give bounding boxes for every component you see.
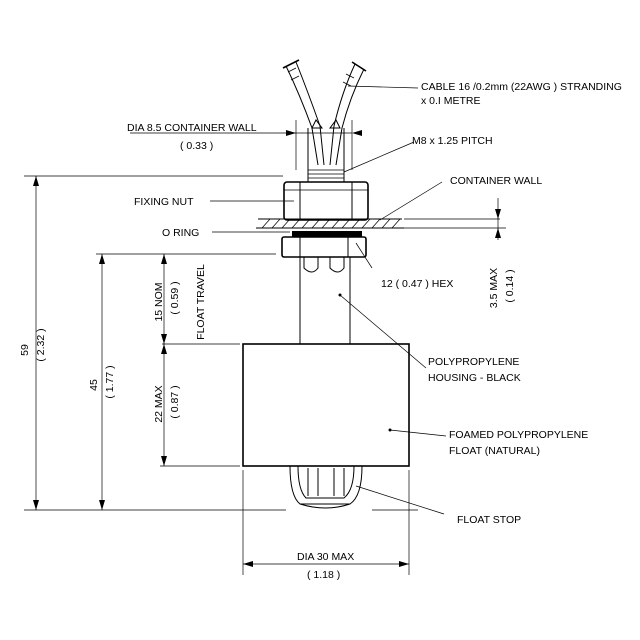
wall-max-dim: 3.5 MAX xyxy=(488,268,500,308)
cable-wires xyxy=(282,59,367,166)
cable-label-2: x 0.I METRE xyxy=(421,95,481,107)
float-dia-inch: ( 1.18 ) xyxy=(307,569,340,581)
dim-float-travel xyxy=(160,254,240,467)
threaded-stem xyxy=(307,119,345,183)
hex-label: 12 ( 0.47 ) HEX xyxy=(381,278,453,290)
fixing-nut xyxy=(283,181,369,221)
float-max-dim: 22 MAX xyxy=(153,385,165,422)
nom-dim: 15 NOM xyxy=(153,282,165,321)
hex-body xyxy=(281,236,367,273)
container-dia-label: DIA 8.5 CONTAINER WALL xyxy=(127,122,257,134)
float-stop-label: FLOAT STOP xyxy=(457,514,521,526)
float-body xyxy=(242,343,410,467)
cable-label-1: CABLE 16 /0.2mm (22AWG ) STRANDING xyxy=(421,81,622,93)
container-wall xyxy=(256,218,500,229)
dim-overall xyxy=(24,175,418,511)
below-wall-dim: 45 xyxy=(88,379,100,391)
nom-dim-inch: ( 0.59 ) xyxy=(169,281,181,314)
below-wall-dim-inch: ( 1.77 ) xyxy=(104,365,116,398)
housing-label-2: HOUSING - BLACK xyxy=(428,372,521,384)
dim-below-wall xyxy=(96,253,276,510)
wall-max-dim-inch: ( 0.14 ) xyxy=(504,269,516,302)
leader-lines xyxy=(210,85,447,515)
dim-wall-max xyxy=(404,198,506,240)
dim-container-dia xyxy=(130,120,362,170)
pitch-label: M8 x 1.25 PITCH xyxy=(412,135,493,147)
housing-label-1: POLYPROPYLENE xyxy=(428,356,519,368)
container-dia-inch: ( 0.33 ) xyxy=(180,140,213,152)
fixing-nut-label: FIXING NUT xyxy=(134,196,194,208)
float-dia-label: DIA 30 MAX xyxy=(297,551,354,563)
overall-dim: 59 xyxy=(19,344,31,356)
o-ring xyxy=(292,231,362,237)
o-ring-label: O RING xyxy=(162,227,199,239)
float-label-2: FLOAT (NATURAL) xyxy=(449,445,540,457)
overall-dim-inch: ( 2.32 ) xyxy=(35,328,47,361)
float-stop-part xyxy=(289,465,363,509)
container-wall-label: CONTAINER WALL xyxy=(450,175,542,187)
float-travel-label: FLOAT TRAVEL xyxy=(195,264,207,340)
dim-float-dia xyxy=(242,470,410,575)
float-label-1: FOAMED POLYPROPYLENE xyxy=(449,429,588,441)
float-max-dim-inch: ( 0.87 ) xyxy=(169,385,181,418)
